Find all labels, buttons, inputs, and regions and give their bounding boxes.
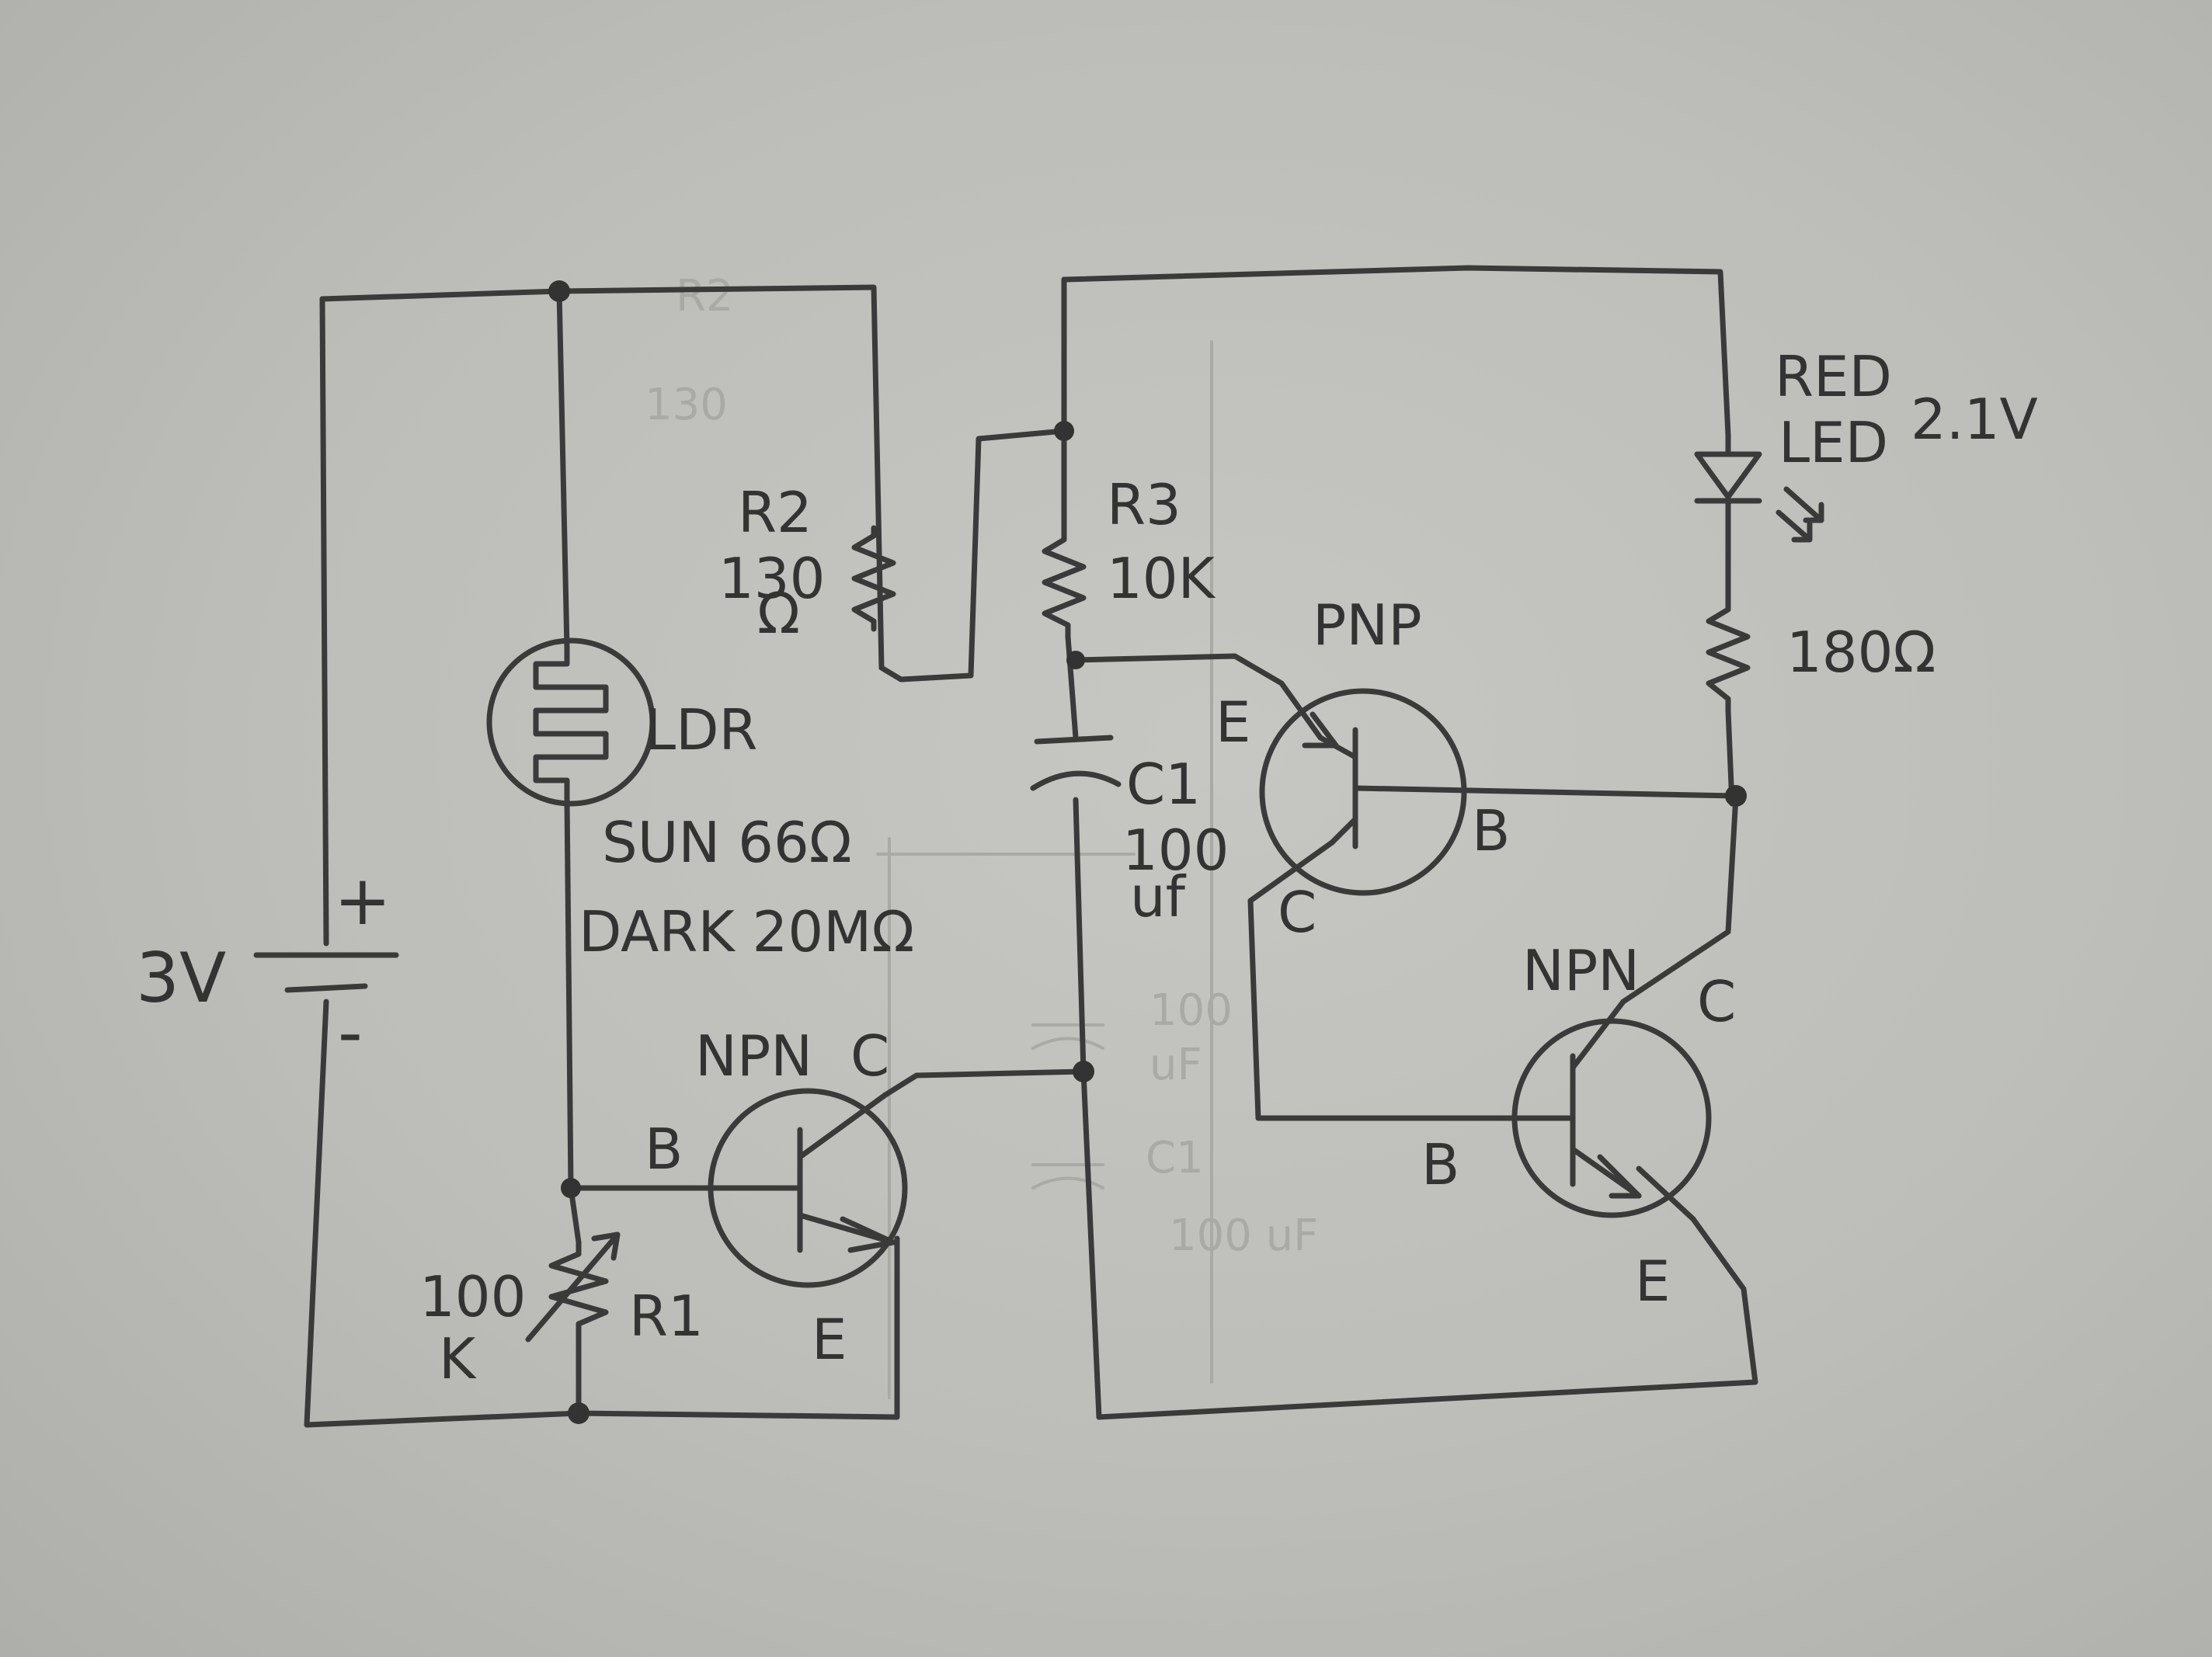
ldr-wire-top	[556, 288, 570, 651]
led-resistor: 180Ω	[1706, 595, 1936, 714]
q3-base-label: B	[1421, 1132, 1459, 1197]
ldr: LDR SUN 66Ω DARK 20MΩ	[486, 637, 914, 964]
r3-zigzag	[1042, 525, 1087, 640]
junction-middle	[1073, 1061, 1094, 1082]
erased-sketch: R2 130 100 uF C1 100 uF	[645, 271, 1318, 1399]
battery-plus-label: +	[334, 860, 391, 940]
q3-emitter-label: E	[1635, 1249, 1671, 1314]
q1-collector-label: C	[850, 1023, 889, 1089]
junction-right	[1725, 785, 1747, 807]
q3-collector-label: C	[1697, 969, 1736, 1034]
q2-collector-label: C	[1278, 880, 1316, 945]
led-voltage-label: 2.1V	[1911, 387, 2038, 452]
ghost-wire	[876, 837, 1136, 1399]
r1-name-label: R1	[629, 1284, 704, 1349]
top-wire-right	[1061, 265, 1731, 438]
ghost-c1-label: C1	[1146, 1133, 1204, 1183]
wires	[304, 265, 1758, 1428]
q2-collector-lead	[1329, 816, 1358, 846]
red-led: RED LED 2.1V	[1694, 344, 2038, 543]
ghost-value-130: 130	[645, 380, 728, 430]
ldr-sun-label: SUN 66Ω	[602, 810, 852, 875]
c1-capacitor: C1 100 uf	[1030, 735, 1229, 929]
q2-base-label: B	[1472, 798, 1510, 863]
c1-plate-curved	[1030, 770, 1122, 791]
ghost-unit-uf: uF	[1149, 1040, 1202, 1090]
q1-collector-wire	[882, 1068, 1087, 1098]
led-resistor-zigzag	[1706, 595, 1751, 714]
battery: 3V + -	[136, 860, 399, 1072]
r3-value-label: 10K	[1107, 546, 1216, 611]
r2-name-label: R2	[738, 480, 812, 545]
q1-emitter-label: E	[812, 1307, 847, 1372]
ldr-name-label: LDR	[645, 697, 758, 762]
q1-collector-lead	[797, 1092, 889, 1160]
r1-value-bottom: K	[439, 1326, 477, 1391]
top-wire-left	[319, 284, 1067, 683]
q2-body	[1259, 688, 1467, 896]
led-light-arrow-1	[1783, 486, 1824, 523]
ghost-r2-label: R2	[676, 271, 734, 321]
battery-wire-top	[319, 296, 329, 947]
r2-resistor: R2 130 Ω	[718, 480, 896, 646]
q2-emitter-label: E	[1216, 690, 1251, 755]
q3-collector-lead	[1570, 999, 1626, 1071]
r1-arrow-shaft	[525, 1231, 621, 1343]
led-label-line2: LED	[1779, 410, 1888, 475]
c1-plate-flat	[1034, 735, 1114, 745]
q1-npn-transistor: NPN B C E	[645, 1023, 908, 1372]
r2-zigzag	[851, 525, 896, 632]
ghost-value-100uf: 100 uF	[1169, 1211, 1318, 1261]
ldr-squiggle	[533, 645, 609, 803]
r1-value-top: 100	[419, 1264, 526, 1329]
q3-collector-wire	[1620, 793, 1739, 1005]
junction-r3-bottom	[1066, 651, 1085, 669]
battery-minus-label: -	[338, 992, 363, 1072]
c1-value-top: 100	[1122, 818, 1229, 883]
junction-bottom-left	[568, 1402, 590, 1424]
c1-wire-bottom	[1073, 797, 1102, 1420]
q3-npn-transistor: NPN C B E	[1421, 938, 1736, 1314]
q1-type-label: NPN	[695, 1023, 812, 1089]
r2-value-label: 130	[718, 546, 825, 611]
ldr-body	[486, 637, 656, 807]
led-light-arrow-2	[1776, 509, 1813, 543]
junctions	[548, 280, 1747, 1424]
q3-emitter-arrow	[1597, 1154, 1642, 1199]
junction-r3-top	[1054, 421, 1074, 441]
r1-zigzag	[548, 1239, 609, 1339]
r3-name-label: R3	[1107, 472, 1181, 537]
q2-emitter-lead	[1317, 735, 1358, 760]
junction-top-left	[548, 280, 570, 302]
q1-base-label: B	[645, 1117, 683, 1182]
q3-type-label: NPN	[1522, 938, 1640, 1003]
q2-pnp-transistor: PNP E B C	[1216, 592, 1510, 945]
r2-unit-label: Ω	[757, 581, 800, 646]
q1-body	[708, 1088, 908, 1288]
r1-arrow-head	[591, 1231, 621, 1261]
led-label-line1: RED	[1775, 344, 1892, 409]
junction-q1-base	[561, 1178, 581, 1198]
q3-emitter-wire	[1096, 1165, 1758, 1420]
r3-resistor: R3 10K	[1042, 472, 1216, 640]
q2-emitter-arrow	[1302, 711, 1339, 749]
ghost-value-100: 100	[1149, 985, 1233, 1036]
r1-variable-resistor: 100 K R1	[419, 1231, 704, 1391]
battery-voltage-label: 3V	[136, 938, 226, 1018]
ghost-capacitor	[1031, 1023, 1104, 1190]
pnp-collector-wire	[1247, 839, 1572, 1121]
c1-value-bottom: uf	[1130, 864, 1187, 929]
ldr-wire-bottom	[564, 797, 582, 1245]
battery-plate-short	[284, 983, 368, 993]
pnp-base-wire	[1352, 785, 1739, 799]
led-resistor-value: 180Ω	[1786, 620, 1936, 685]
c1-name-label: C1	[1126, 752, 1201, 817]
ldr-dark-label: DARK 20MΩ	[579, 899, 914, 964]
led-triangle	[1694, 451, 1762, 500]
q2-type-label: PNP	[1313, 592, 1422, 658]
